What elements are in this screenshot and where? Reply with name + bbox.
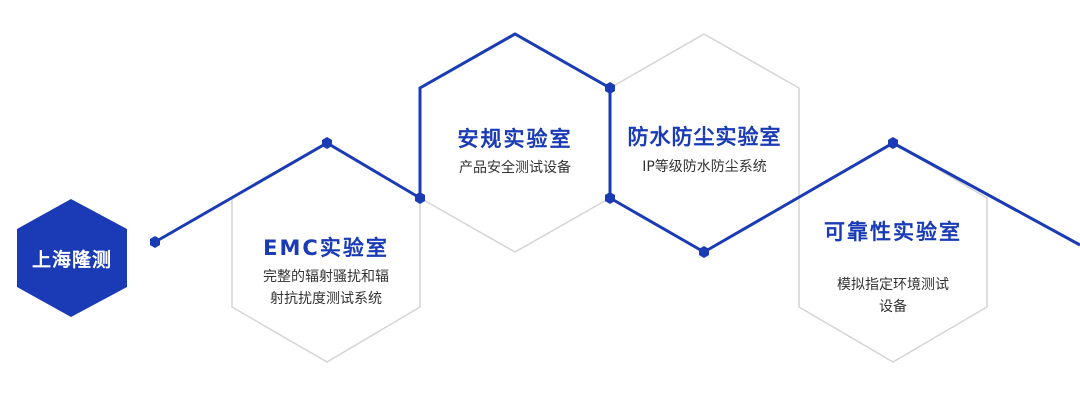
- safety-lab-description: 产品安全测试设备: [420, 157, 610, 179]
- reliability-lab-title: 可靠性实验室: [824, 220, 962, 244]
- emc-lab-description-line: 射抗扰度测试系统: [270, 291, 382, 307]
- connector-node: [605, 192, 615, 204]
- connector-node: [322, 137, 332, 149]
- brand-name: 上海隆测: [31, 249, 112, 271]
- waterproof-lab-description: IP等级防水防尘系统: [610, 156, 799, 178]
- reliability-lab-description-line: 模拟指定环境测试: [837, 277, 949, 293]
- brand-hexagon: [17, 199, 127, 317]
- reliability-lab-description: 模拟指定环境测试 设备: [799, 274, 987, 318]
- connector-node: [605, 82, 615, 94]
- waterproof-lab-description-line: IP等级防水防尘系统: [642, 159, 767, 175]
- connector-node: [699, 246, 709, 258]
- waterproof-lab-title: 防水防尘实验室: [627, 125, 782, 149]
- safety-lab-description-line: 产品安全测试设备: [459, 160, 571, 176]
- safety-lab-title: 安规实验室: [457, 127, 573, 151]
- reliability-lab-hexagon: [798, 142, 988, 363]
- emc-lab-title: EMC实验室: [263, 236, 389, 260]
- connector-node: [888, 137, 898, 149]
- reliability-lab-description-line: 设备: [879, 299, 907, 315]
- emc-lab-description: 完整的辐射骚扰和辐 射抗扰度测试系统: [232, 266, 420, 310]
- connector-node: [415, 192, 425, 204]
- emc-lab-description-line: 完整的辐射骚扰和辐: [263, 269, 389, 285]
- safety-hexagon-accent-edge: [418, 32, 612, 198]
- connector-node: [150, 236, 160, 248]
- zigzag-connector-line: [154, 141, 421, 244]
- waterproof-hexagon-accent-edge: [609, 196, 705, 254]
